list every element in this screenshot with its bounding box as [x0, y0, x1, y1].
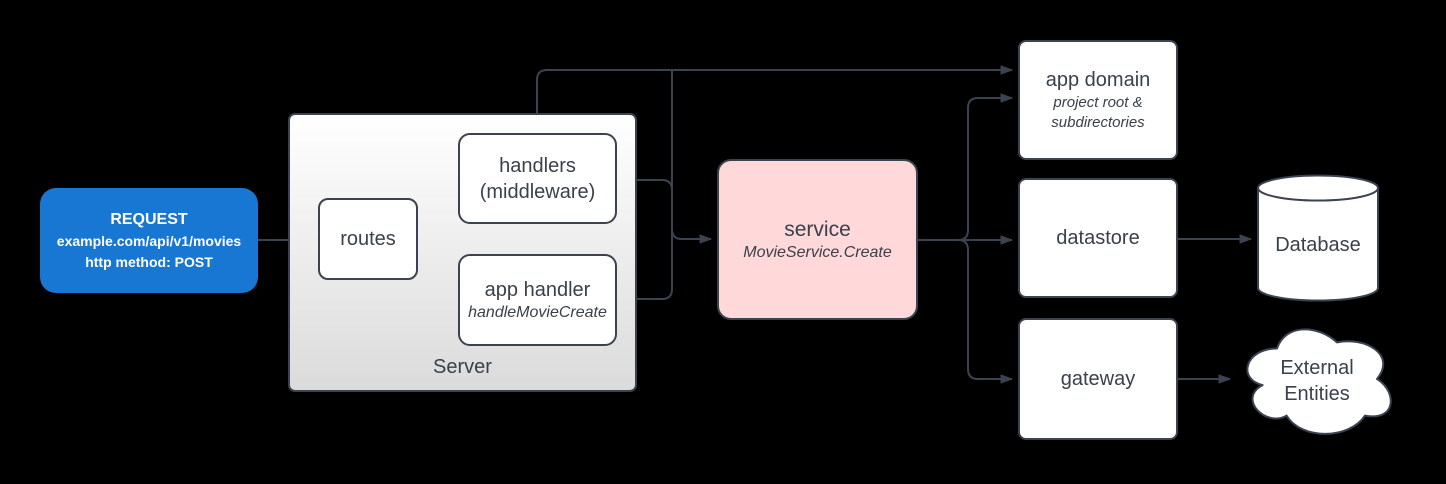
- external-entities-line1: External: [1280, 357, 1354, 379]
- request-node: REQUEST example.com/api/v1/movies http m…: [40, 188, 258, 293]
- service-node: service MovieService.Create: [717, 159, 918, 320]
- handlers-label-line2: (middleware): [479, 180, 596, 203]
- cloud-icon: [1246, 328, 1392, 435]
- external-entities-label: External Entities: [1234, 316, 1400, 446]
- app-handler-subtitle: handleMovieCreate: [468, 304, 607, 321]
- server-label: Server: [433, 356, 492, 378]
- gateway-node: gateway: [1018, 318, 1178, 440]
- external-entities-node: External Entities: [1234, 316, 1400, 446]
- database-label: Database: [1275, 233, 1361, 256]
- app-domain-subtitle-line2: subdirectories: [1051, 114, 1145, 131]
- handlers-label-line1: handlers: [499, 154, 576, 177]
- external-entities-line2: Entities: [1284, 383, 1350, 405]
- routes-node: routes: [318, 198, 418, 280]
- routes-label: routes: [340, 228, 396, 250]
- app-domain-title: app domain: [1045, 69, 1151, 91]
- datastore-node: datastore: [1018, 178, 1178, 298]
- request-title: REQUEST: [110, 211, 188, 228]
- app-domain-node: app domain project root & subdirectories: [1018, 40, 1178, 160]
- app-handler-title: app handler: [484, 279, 591, 301]
- edge-service-to-app-domain: [918, 93, 1013, 241]
- app-domain-subtitle-line1: project root &: [1053, 94, 1143, 111]
- request-url: example.com/api/v1/movies: [56, 233, 242, 249]
- database-cylinder-icon: [1257, 174, 1379, 302]
- database-node: Database: [1255, 173, 1381, 303]
- edge-service-to-gateway: [918, 239, 1013, 384]
- service-subtitle: MovieService.Create: [743, 243, 892, 261]
- handlers-middleware-node: handlers (middleware): [458, 133, 617, 224]
- service-title: service: [784, 217, 851, 241]
- datastore-label: datastore: [1056, 227, 1140, 249]
- app-handler-node: app handler handleMovieCreate: [458, 254, 617, 346]
- gateway-label: gateway: [1060, 368, 1136, 390]
- request-http-method: http method: POST: [85, 254, 213, 270]
